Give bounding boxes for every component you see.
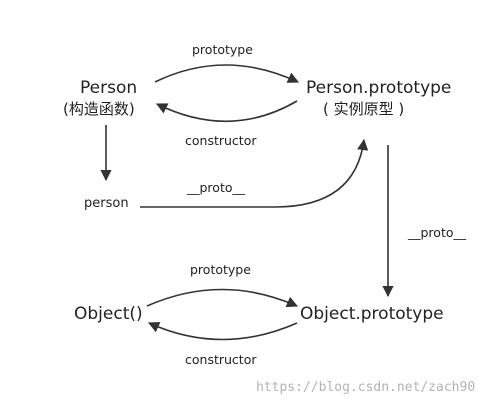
node-person-constructor-subtitle: (构造函数) — [63, 100, 135, 118]
edge-label-constructor-bottom: constructor — [185, 352, 257, 367]
node-person-prototype: Person.prototype — [306, 78, 452, 98]
edge-label-prototype-top: prototype — [192, 42, 253, 57]
edge-label-proto-instance: __proto__ — [187, 180, 245, 195]
node-person-prototype-subtitle: ( 实例原型 ) — [323, 100, 405, 118]
node-object-constructor: Object() — [74, 304, 143, 324]
node-person-instance: person — [84, 196, 129, 211]
edge-label-prototype-bottom: prototype — [190, 262, 251, 277]
edge-label-proto-chain: __proto__ — [408, 225, 466, 240]
arrow-prototype-bottom — [146, 288, 299, 308]
arrow-prototype-top — [154, 64, 300, 83]
arrow-proto-instance — [140, 138, 369, 208]
watermark: https://blog.csdn.net/zach90 — [256, 380, 476, 395]
edge-label-constructor-top: constructor — [185, 133, 257, 148]
node-object-prototype: Object.prototype — [300, 304, 444, 324]
arrow-constructor-top — [155, 100, 298, 123]
node-person-constructor: Person — [80, 78, 138, 98]
arrow-constructor-bottom — [147, 322, 298, 341]
